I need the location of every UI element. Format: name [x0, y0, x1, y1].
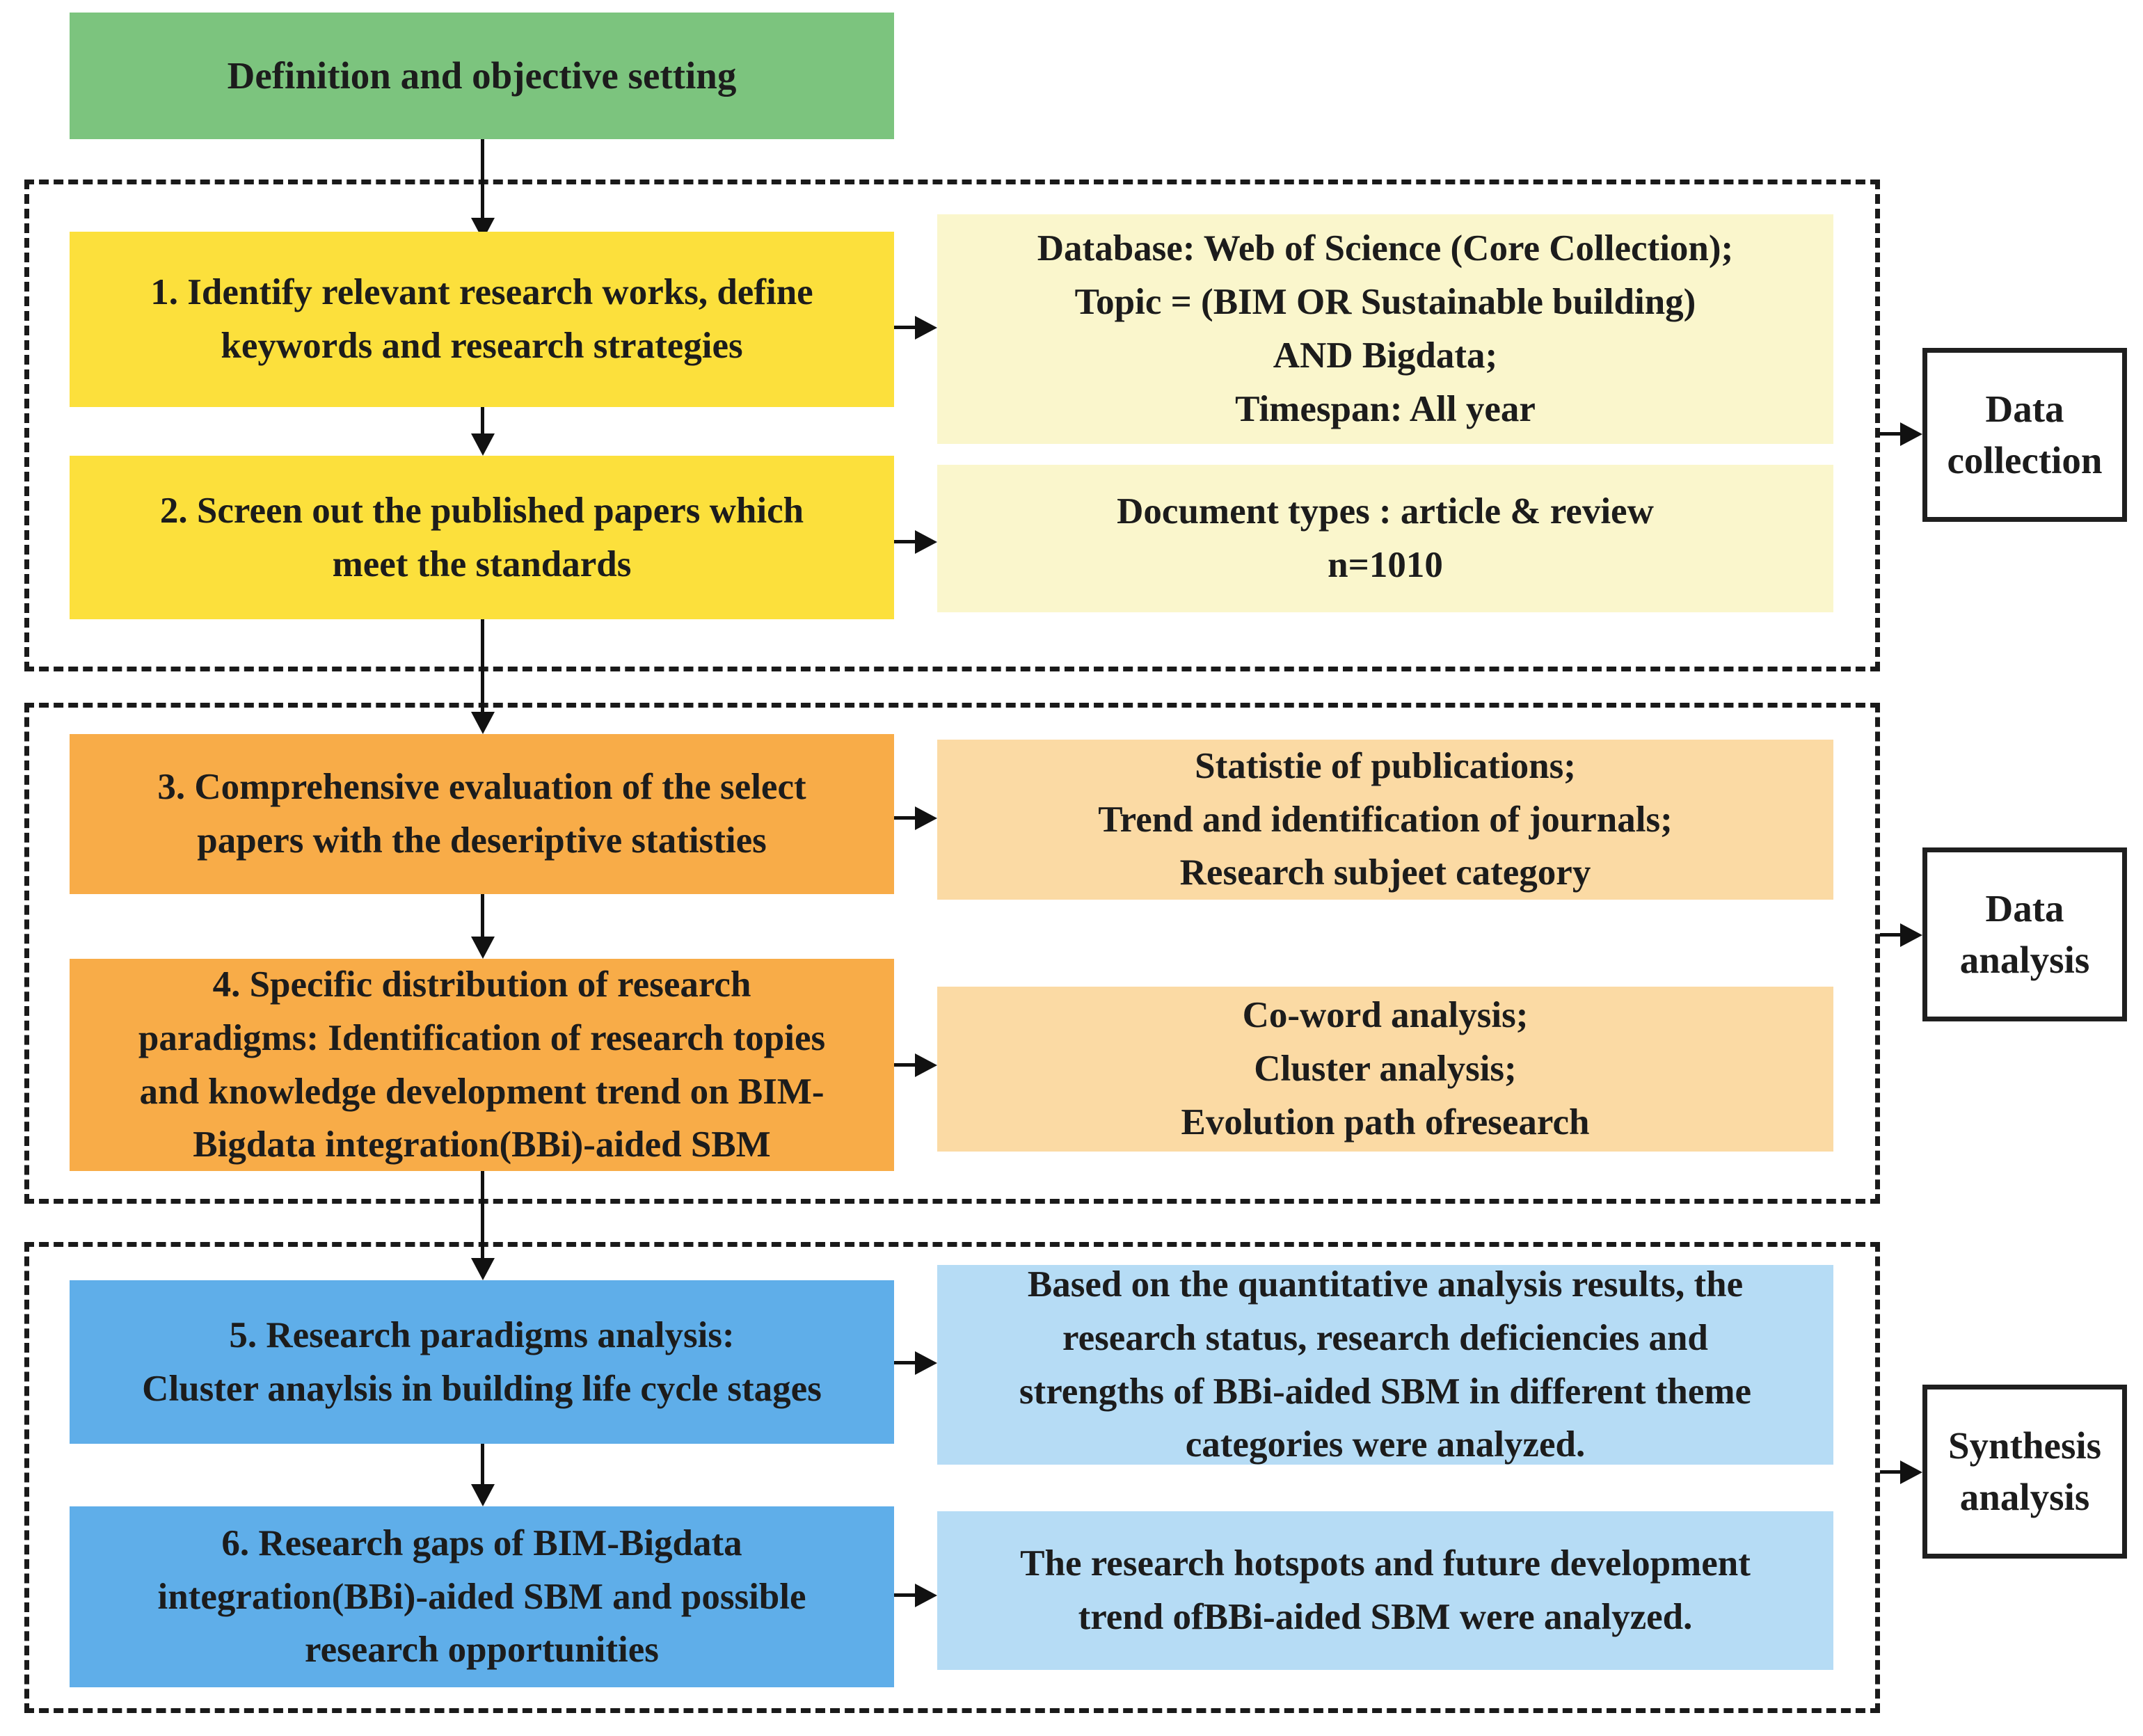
- step-4-detail-box: Co-word analysis; Cluster analysis; Evol…: [937, 987, 1833, 1152]
- arrow-step5-to-step6-icon: [481, 1444, 484, 1486]
- step-5-detail-box: Based on the quantitative analysis resul…: [937, 1264, 1833, 1465]
- arrow-section3-to-synthesis-analysis-icon: [1880, 1470, 1902, 1474]
- arrow-step1-to-detail-icon: [894, 326, 916, 329]
- section-data-collection: [24, 180, 1880, 671]
- definition-objective-box: Definition and objective setting: [70, 13, 894, 139]
- arrow-step3-to-detail-icon: [894, 816, 916, 820]
- arrow-step2-to-detail-icon: [894, 540, 916, 543]
- arrow-definition-to-step1-icon: [481, 139, 484, 219]
- step-2-box: 2. Screen out the published papers which…: [70, 456, 894, 619]
- section-synthesis-analysis: [24, 1242, 1880, 1713]
- arrow-step1-to-step2-icon: [481, 407, 484, 435]
- step-3-box: 3. Comprehensive evaluation of the selec…: [70, 734, 894, 894]
- step-1-box: 1. Identify relevant research works, def…: [70, 232, 894, 407]
- phase-box-data-analysis: Data analysis: [1922, 847, 2127, 1021]
- arrow-step3-to-step4-icon: [481, 894, 484, 938]
- step-1-detail-box: Database: Web of Science (Core Collectio…: [937, 214, 1833, 444]
- arrow-section1-to-data-collection-icon: [1880, 432, 1902, 436]
- phase-box-data-collection: Data collection: [1922, 348, 2127, 522]
- step-2-detail-box: Document types : article & review n=1010: [937, 465, 1833, 612]
- arrow-step2-to-step3-icon: [481, 619, 484, 713]
- arrow-step6-to-detail-icon: [894, 1593, 916, 1597]
- section-data-analysis: [24, 703, 1880, 1204]
- phase-box-synthesis-analysis: Synthesis analysis: [1922, 1385, 2127, 1559]
- step-4-box: 4. Specific distribution of research par…: [70, 959, 894, 1171]
- step-6-box: 6. Research gaps of BIM-Bigdata integrat…: [70, 1506, 894, 1687]
- arrow-step5-to-detail-icon: [894, 1361, 916, 1364]
- step-5-box: 5. Research paradigms analysis: Cluster …: [70, 1280, 894, 1444]
- arrow-step4-to-step5-icon: [481, 1171, 484, 1259]
- step-6-detail-box: The research hotspots and future develop…: [937, 1511, 1833, 1670]
- arrow-step4-to-detail-icon: [894, 1063, 916, 1067]
- arrow-section2-to-data-analysis-icon: [1880, 933, 1902, 937]
- step-3-detail-box: Statistie of publications; Trend and ide…: [937, 740, 1833, 900]
